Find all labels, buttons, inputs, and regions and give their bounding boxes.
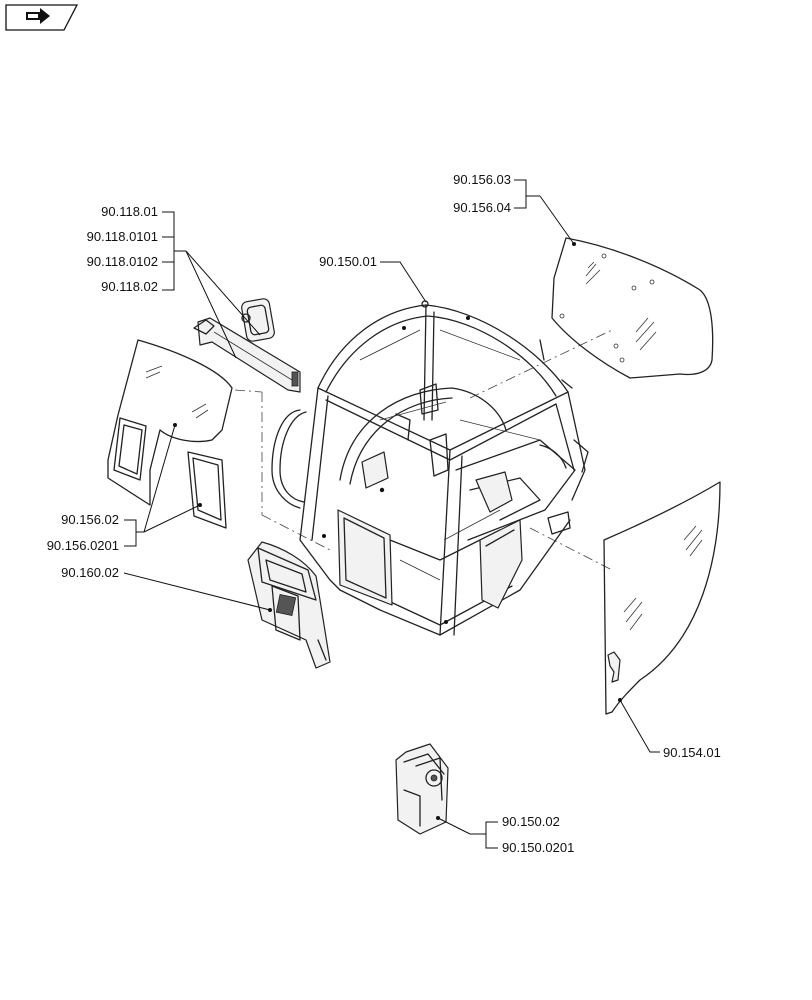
callout-90-156-04[interactable]: 90.156.04 (453, 200, 511, 215)
rear-window (107, 339, 233, 529)
callout-90-156-03[interactable]: 90.156.03 (453, 172, 511, 187)
mirror-assembly (193, 298, 301, 393)
callout-90-118-0102[interactable]: 90.118.0102 (87, 254, 158, 269)
cab-frame (271, 300, 589, 636)
construction-lines (234, 329, 613, 571)
mounting-bracket (395, 743, 449, 835)
callout-90-118-02[interactable]: 90.118.02 (101, 279, 158, 294)
callout-90-154-01[interactable]: 90.154.01 (663, 745, 721, 760)
side-window (551, 237, 714, 379)
callout-90-118-0101[interactable]: 90.118.0101 (87, 229, 158, 244)
cab-door (603, 481, 721, 715)
callout-90-150-02[interactable]: 90.150.02 (502, 814, 560, 829)
rear-panel-trim (247, 541, 331, 669)
callout-90-156-0201[interactable]: 90.156.0201 (47, 538, 119, 553)
leader-lines (123, 179, 660, 849)
callout-90-118-01[interactable]: 90.118.01 (101, 204, 158, 219)
callout-90-150-0201[interactable]: 90.150.0201 (502, 840, 574, 855)
callout-labels: 90.118.01 90.118.0101 90.118.0102 90.118… (47, 172, 721, 855)
callout-90-160-02[interactable]: 90.160.02 (61, 565, 119, 580)
next-page-arrow-icon (26, 8, 50, 24)
callout-90-150-01[interactable]: 90.150.01 (319, 254, 377, 269)
next-page-button[interactable] (5, 4, 79, 31)
callout-90-156-02[interactable]: 90.156.02 (61, 512, 119, 527)
